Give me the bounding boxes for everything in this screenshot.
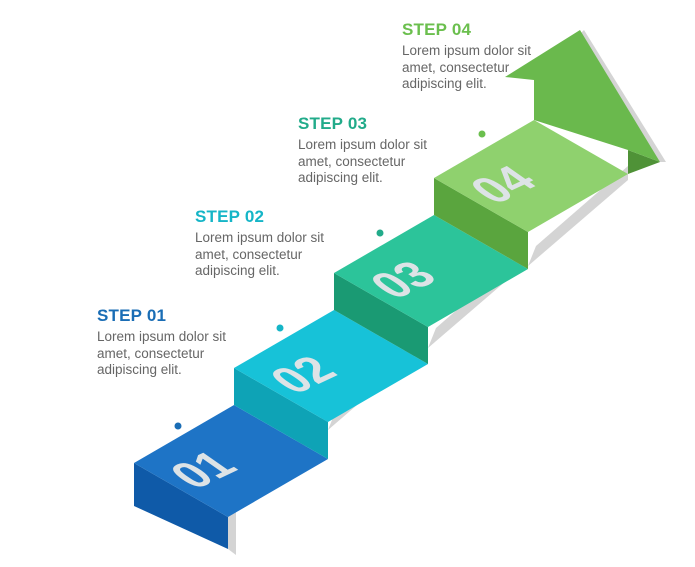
step-block-02: 02 [234, 310, 428, 459]
step-front-03 [334, 273, 428, 364]
step-title-03: STEP 03 [298, 114, 368, 133]
step-top-03 [334, 215, 528, 327]
step-top-01 [134, 405, 328, 517]
step-block-04: 04 [434, 120, 628, 269]
step-top-04 [434, 120, 628, 232]
step-description-01: Lorem ipsum dolor sit amet, consectetur … [97, 329, 227, 377]
step-top-02 [234, 310, 428, 422]
step-front-02 [234, 368, 328, 459]
step-dot-02 [276, 324, 284, 332]
step-title-02: STEP 02 [195, 207, 265, 226]
step-dot-03 [376, 229, 384, 237]
step-block-03: 03 [334, 215, 528, 364]
step-front-01 [134, 463, 228, 549]
step-description-04: Lorem ipsum dolor sit amet, consectetur … [402, 43, 532, 91]
arrow-side [628, 150, 660, 174]
step-description-03: Lorem ipsum dolor sit amet, consectetur … [298, 137, 428, 185]
step-dot-01 [174, 422, 182, 430]
step-block-01: 01 [134, 405, 328, 549]
step-dot-04 [478, 130, 486, 138]
step-title-04: STEP 04 [402, 20, 472, 39]
arrow-head [505, 30, 660, 174]
step-title-01: STEP 01 [97, 306, 167, 325]
arrow-body [505, 30, 660, 162]
step-description-02: Lorem ipsum dolor sit amet, consectetur … [195, 230, 325, 278]
step-front-04 [434, 178, 528, 269]
